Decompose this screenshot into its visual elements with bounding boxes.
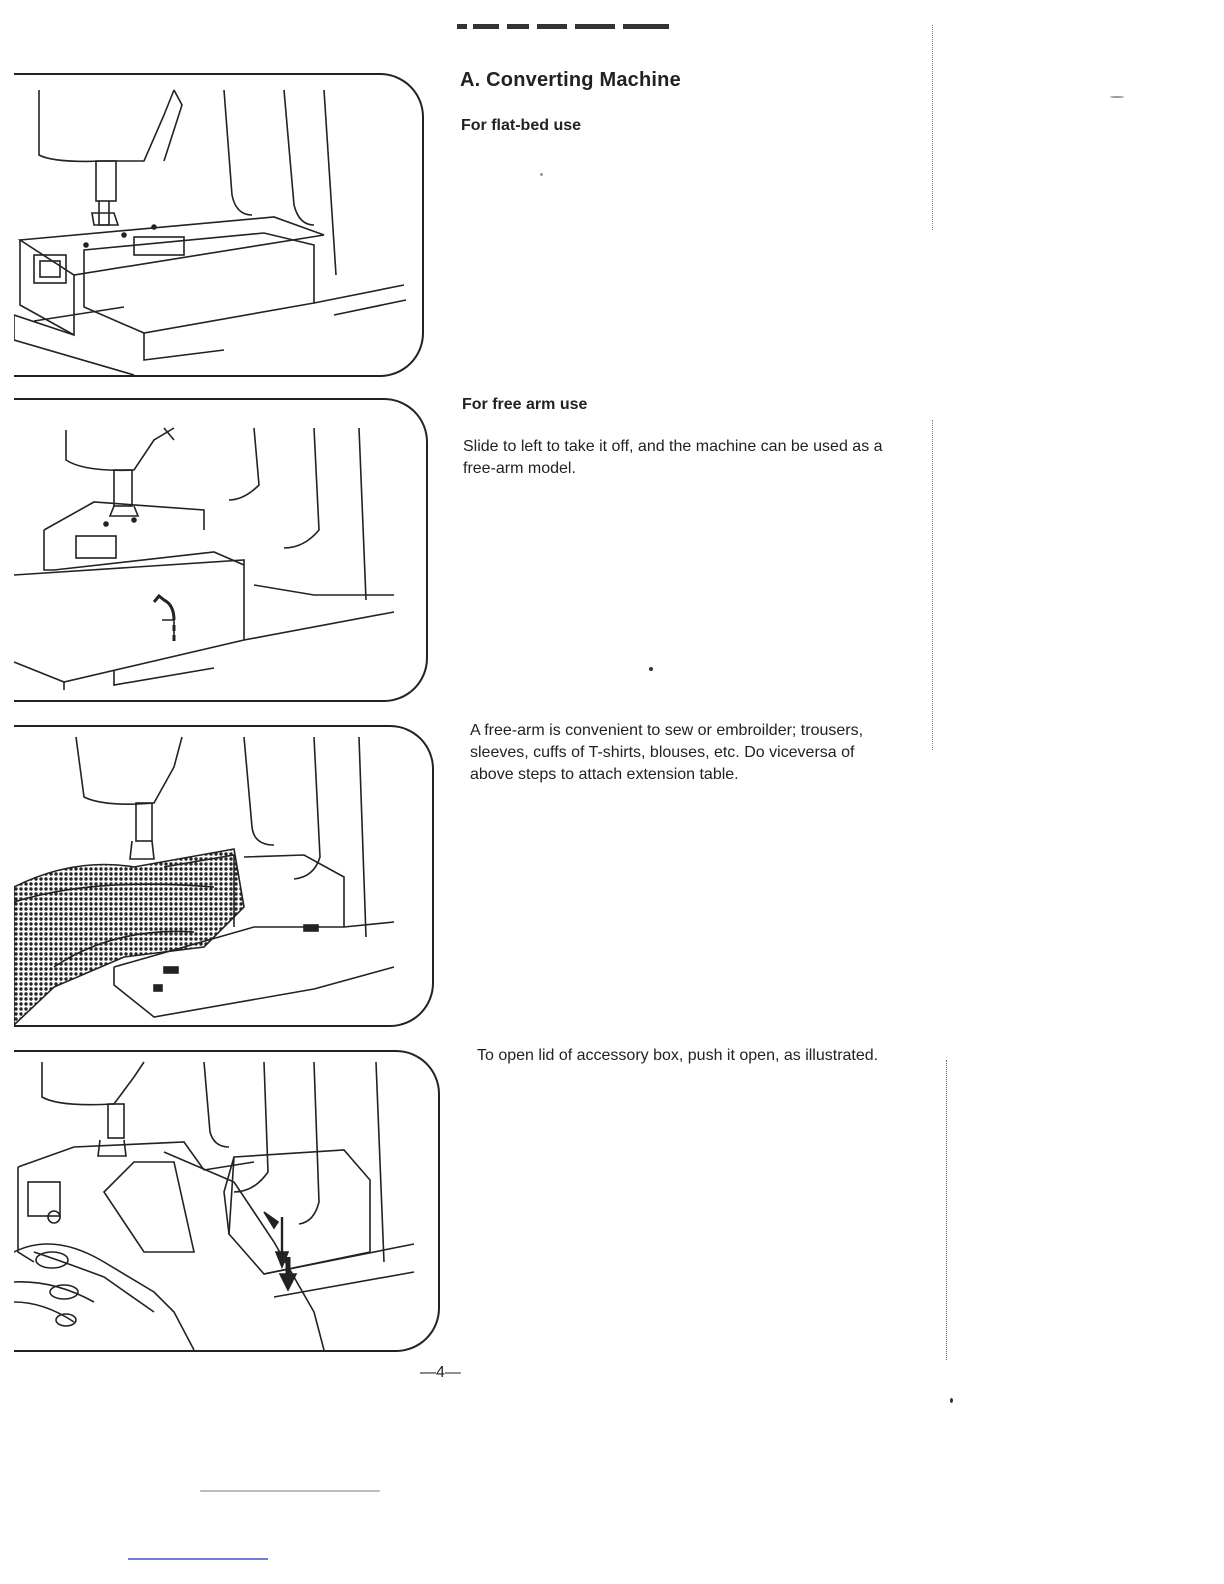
scan-speck	[540, 173, 543, 176]
free-arm-paragraph: Slide to left to take it off, and the ma…	[463, 438, 883, 477]
free-arm-subtitle: For free arm use	[462, 396, 588, 413]
page-number: —4—	[420, 1364, 461, 1381]
flat-bed-subtitle: For flat-bed use	[461, 117, 582, 134]
illustration-free-arm-removal	[14, 398, 428, 702]
accessory-box-paragraph: To open lid of accessory box, push it op…	[477, 1047, 879, 1064]
scan-edge-line	[932, 25, 933, 230]
illustration-flat-bed	[14, 73, 424, 377]
scan-edge-line	[946, 1060, 947, 1360]
scan-speck	[950, 1398, 953, 1403]
scan-speck	[1110, 96, 1124, 98]
cut-off-header-fragment	[455, 18, 673, 32]
scan-speck	[649, 667, 653, 671]
free-arm-convenience-paragraph: A free-arm is convenient to sew or embro…	[470, 722, 864, 783]
illustration-accessory-box	[14, 1050, 440, 1352]
illustration-free-arm-sleeve	[14, 725, 434, 1027]
section-title: A. Converting Machine	[460, 69, 681, 91]
scan-edge-line	[932, 420, 933, 750]
scan-speck	[200, 1490, 380, 1492]
stray-blue-line	[128, 1558, 268, 1560]
